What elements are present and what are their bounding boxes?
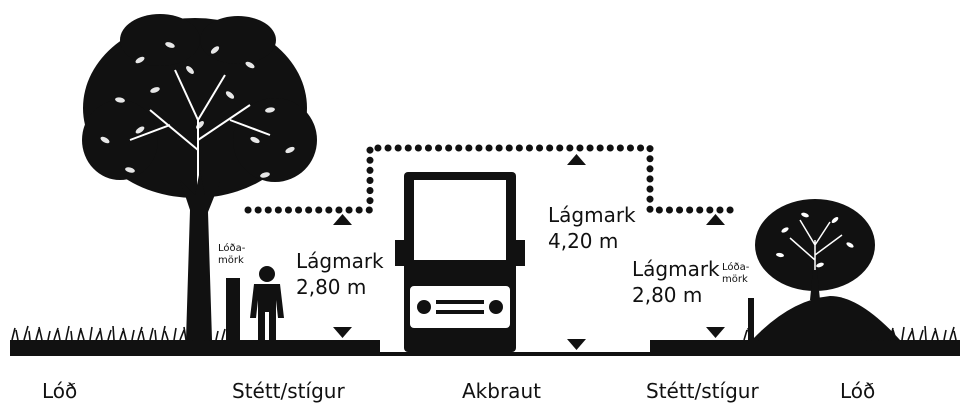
lodamork-marker-right: [748, 298, 754, 340]
lodamork-right-line2: mörk: [722, 274, 748, 285]
min-height-left-title: Lágmark: [296, 249, 384, 273]
zone-sidewalk-right: Stétt/stígur: [646, 379, 759, 403]
zone-lod-right: Lóð: [840, 379, 876, 403]
curb-right: [650, 340, 660, 356]
tree-icon: [82, 14, 317, 340]
zone-lod-left: Lóð: [42, 379, 78, 403]
min-height-center-value: 4,20 m: [548, 229, 619, 253]
curb-left: [370, 340, 380, 356]
ground-profile: [10, 340, 960, 356]
min-height-left-value: 2,80 m: [296, 275, 367, 299]
marker-down-right: [706, 327, 725, 338]
lodamork-right-line1: Lóða-: [722, 262, 750, 273]
lodamork-left-line2: mörk: [218, 255, 244, 266]
min-height-right: Lágmark 2,80 m: [632, 256, 720, 308]
zone-sidewalk-left: Stétt/stígur: [232, 379, 345, 403]
marker-down-left: [333, 327, 352, 338]
min-height-center-title: Lágmark: [548, 203, 636, 227]
clearance-envelope: [244, 144, 739, 214]
min-height-center: Lágmark 4,20 m: [548, 202, 636, 254]
marker-down-center: [567, 339, 586, 350]
zone-roadway: Akbraut: [462, 379, 541, 403]
lodamork-left-line1: Lóða-: [218, 243, 246, 254]
lodamork-left: Lóða- mörk: [218, 243, 245, 267]
lodamork-marker-left: [226, 278, 240, 340]
min-height-left: Lágmark 2,80 m: [296, 248, 384, 300]
small-tree-icon: [752, 199, 900, 340]
measure-markers: [333, 154, 725, 350]
marker-up-center: [567, 154, 586, 165]
truck-icon: [395, 172, 525, 352]
min-height-right-title: Lágmark: [632, 257, 720, 281]
lodamork-right: Lóða- mörk: [722, 262, 749, 286]
marker-up-left: [333, 214, 352, 225]
person-icon: [250, 266, 284, 340]
marker-up-right: [706, 214, 725, 225]
min-height-right-value: 2,80 m: [632, 283, 703, 307]
